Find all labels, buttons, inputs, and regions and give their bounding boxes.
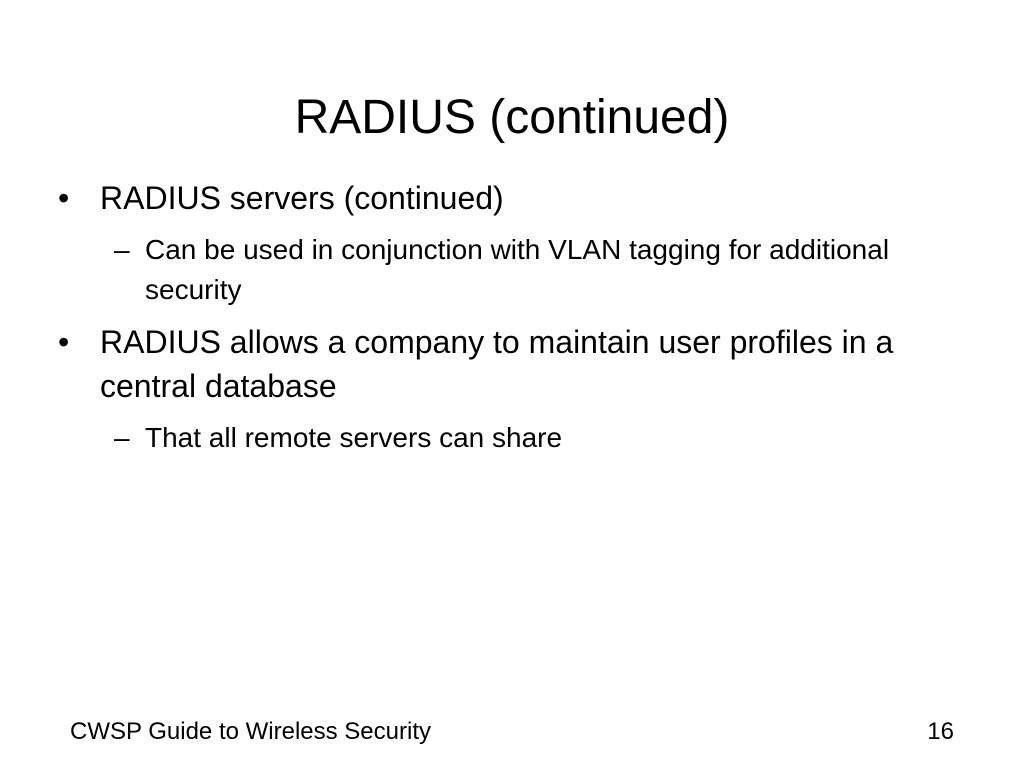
slide-title: RADIUS (continued) xyxy=(294,91,730,144)
bullet-text: RADIUS servers (continued) xyxy=(100,180,504,216)
bullet-item: • RADIUS allows a company to maintain us… xyxy=(58,320,968,408)
bullet-icon: • xyxy=(58,324,70,360)
sub-bullet-item: – Can be used in conjunction with VLAN t… xyxy=(114,230,934,310)
bullet-text: RADIUS allows a company to maintain user… xyxy=(100,324,894,404)
bullet-item: • RADIUS servers (continued) xyxy=(58,176,968,220)
slide-number: 16 xyxy=(927,718,954,745)
dash-icon: – xyxy=(114,422,130,453)
dash-icon: – xyxy=(114,234,130,265)
sub-bullet-item: – That all remote servers can share xyxy=(114,418,934,458)
sub-bullet-text: Can be used in conjunction with VLAN tag… xyxy=(145,234,890,305)
bullet-icon: • xyxy=(58,180,70,216)
sub-bullet-text: That all remote servers can share xyxy=(145,422,563,453)
footer-course-title: CWSP Guide to Wireless Security xyxy=(70,718,431,745)
